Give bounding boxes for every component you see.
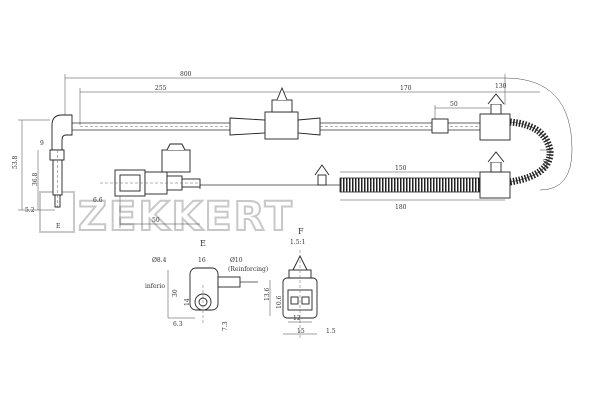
dim-9: 9: [40, 140, 44, 147]
view-e-dim-7-3: 7.3: [222, 321, 229, 331]
view-f-dim-13-6: 13.6: [264, 287, 271, 301]
dim-50-bottom: 50: [152, 217, 160, 224]
view-f-dim-1-5: 1.5: [326, 328, 336, 335]
view-e-dim-14: 14: [184, 298, 191, 306]
dim-255: 255: [155, 85, 167, 92]
dim-100: 100: [543, 158, 550, 170]
dim-36-8: 36.8: [32, 172, 39, 186]
cable-loop: 100: [504, 77, 573, 191]
view-f: F 1.5:1 13.6 10.6 12 15 1.5: [264, 227, 336, 340]
view-f-dim-12: 12: [293, 315, 301, 322]
view-e-reinforcing: (Reinforcing): [228, 266, 268, 273]
view-e-dim-10: Ø10: [230, 257, 243, 264]
watermark: ZEKKERT: [39, 191, 294, 241]
dim-180: 180: [395, 204, 407, 211]
left-dimensions: 53.8 36.8 9 5.2 6.6 E: [12, 119, 103, 230]
view-e-label: E: [200, 239, 206, 248]
view-e-dim-8-4: Ø8.4: [152, 257, 167, 264]
clip-top-right: [479, 93, 511, 141]
dim-6-6: 6.6: [93, 197, 103, 204]
dim-5-2: 5.2: [25, 207, 35, 214]
view-e-dim-6-3: 6.3: [173, 321, 183, 328]
top-dimensions: 800 255 170 130 50: [64, 71, 540, 125]
dim-e-label: E: [56, 223, 60, 230]
dim-170: 170: [400, 85, 412, 92]
main-cable: [72, 86, 480, 140]
view-e-inferior: inferio: [145, 283, 165, 290]
view-e-dim-16: 16: [198, 257, 206, 264]
view-f-scale: 1.5:1: [290, 239, 305, 246]
dim-130: 130: [495, 83, 507, 90]
sensor-head: [49, 114, 73, 210]
dim-53-8: 53.8: [12, 155, 19, 169]
dim-150: 150: [395, 165, 407, 172]
lower-cable: 150 180: [199, 164, 505, 211]
watermark-text: ZEKKERT: [78, 194, 294, 240]
connector: 50: [100, 143, 201, 228]
dim-800: 800: [180, 71, 192, 78]
dim-50-top: 50: [450, 101, 458, 108]
view-e-dim-30: 30: [172, 289, 179, 297]
view-e: E Ø8.4 16 Ø10 (Reinforcing) inferio 30 1…: [145, 239, 268, 331]
clip-bottom-right: [479, 151, 511, 199]
view-f-dim-10-6: 10.6: [276, 295, 283, 309]
view-f-label: F: [298, 227, 304, 236]
view-f-dim-15: 15: [297, 328, 305, 335]
